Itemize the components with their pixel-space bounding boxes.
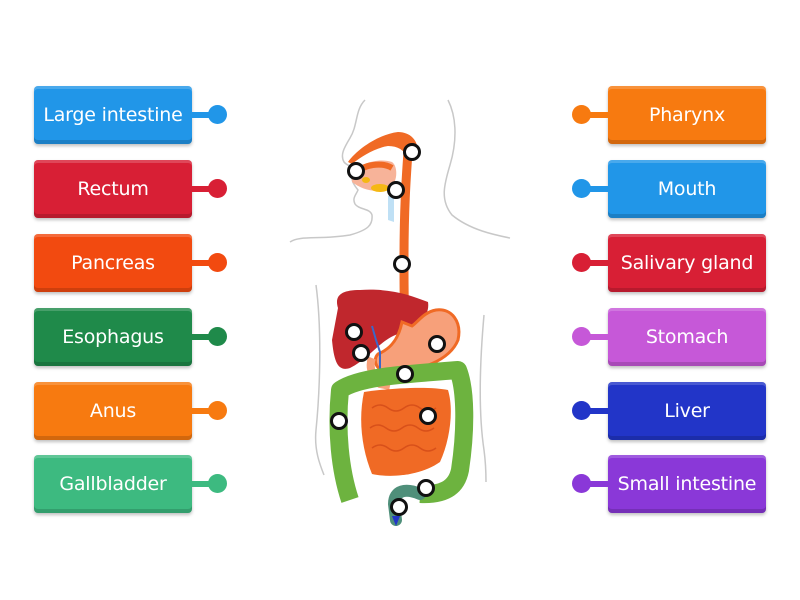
connector-knob[interactable]: [572, 179, 591, 198]
connector-line: [582, 112, 608, 118]
neck-back-outline: [443, 99, 511, 239]
label-card-esophagus[interactable]: Esophagus: [34, 308, 192, 366]
drop-target-pin[interactable]: [396, 365, 414, 383]
salivary-gland-shape: [371, 184, 389, 192]
small-intestine-shape: [361, 387, 451, 476]
connector-line: [582, 481, 608, 487]
connector-knob[interactable]: [572, 105, 591, 124]
drop-target-pin[interactable]: [393, 255, 411, 273]
connector-knob[interactable]: [208, 105, 227, 124]
salivary-gland-shape: [362, 177, 370, 183]
torso-left-outline: [314, 284, 325, 476]
label-text: Stomach: [645, 326, 729, 348]
connector-line: [192, 260, 218, 266]
label-text: Pharynx: [648, 104, 726, 126]
connector-line: [192, 186, 218, 192]
label-card-small-intestine[interactable]: Small intestine: [608, 455, 766, 513]
torso-right-outline: [479, 314, 487, 483]
connector-line: [582, 186, 608, 192]
connector-knob[interactable]: [208, 327, 227, 346]
connector-line: [582, 260, 608, 266]
label-card-mouth[interactable]: Mouth: [608, 160, 766, 218]
connector-line: [192, 481, 218, 487]
label-card-liver[interactable]: Liver: [608, 382, 766, 440]
connector-knob[interactable]: [208, 253, 227, 272]
drop-target-pin[interactable]: [390, 498, 408, 516]
anus-shape: [392, 516, 400, 526]
label-card-gallbladder[interactable]: Gallbladder: [34, 455, 192, 513]
nasal-pharynx: [348, 132, 418, 164]
head-outline: [289, 99, 373, 243]
connector-knob[interactable]: [208, 401, 227, 420]
connector-line: [582, 408, 608, 414]
stomach-shape: [373, 308, 461, 374]
connector-knob[interactable]: [572, 474, 591, 493]
drop-target-pin[interactable]: [345, 323, 363, 341]
drop-target-pin[interactable]: [428, 335, 446, 353]
label-text: Anus: [89, 400, 137, 422]
label-text: Pancreas: [71, 252, 155, 274]
connector-line: [582, 334, 608, 340]
label-card-stomach[interactable]: Stomach: [608, 308, 766, 366]
label-text: Liver: [664, 400, 710, 422]
connector-line: [192, 408, 218, 414]
connector-knob[interactable]: [208, 179, 227, 198]
label-text: Esophagus: [62, 326, 164, 348]
label-text: Large intestine: [43, 104, 183, 126]
body-illustration: [289, 99, 511, 526]
connector-knob[interactable]: [572, 327, 591, 346]
connector-knob[interactable]: [208, 474, 227, 493]
bile-duct: [371, 325, 381, 380]
connector-knob[interactable]: [572, 253, 591, 272]
drop-target-pin[interactable]: [387, 181, 405, 199]
label-card-anus[interactable]: Anus: [34, 382, 192, 440]
drop-target-pin[interactable]: [417, 479, 435, 497]
label-text: Small intestine: [617, 473, 757, 495]
label-text: Gallbladder: [59, 473, 167, 495]
connector-line: [192, 334, 218, 340]
label-text: Salivary gland: [620, 252, 754, 274]
digestive-system-diagram: [280, 90, 520, 540]
connector-knob[interactable]: [572, 401, 591, 420]
label-card-pharynx[interactable]: Pharynx: [608, 86, 766, 144]
label-card-salivary-gland[interactable]: Salivary gland: [608, 234, 766, 292]
drop-target-pin[interactable]: [403, 143, 421, 161]
label-card-pancreas[interactable]: Pancreas: [34, 234, 192, 292]
drop-target-pin[interactable]: [330, 412, 348, 430]
connector-line: [192, 112, 218, 118]
drop-target-pin[interactable]: [352, 344, 370, 362]
label-text: Mouth: [657, 178, 717, 200]
trachea: [388, 196, 394, 222]
drop-target-pin[interactable]: [347, 162, 365, 180]
label-card-rectum[interactable]: Rectum: [34, 160, 192, 218]
drop-target-pin[interactable]: [419, 407, 437, 425]
label-text: Rectum: [77, 178, 149, 200]
label-card-large-intestine[interactable]: Large intestine: [34, 86, 192, 144]
